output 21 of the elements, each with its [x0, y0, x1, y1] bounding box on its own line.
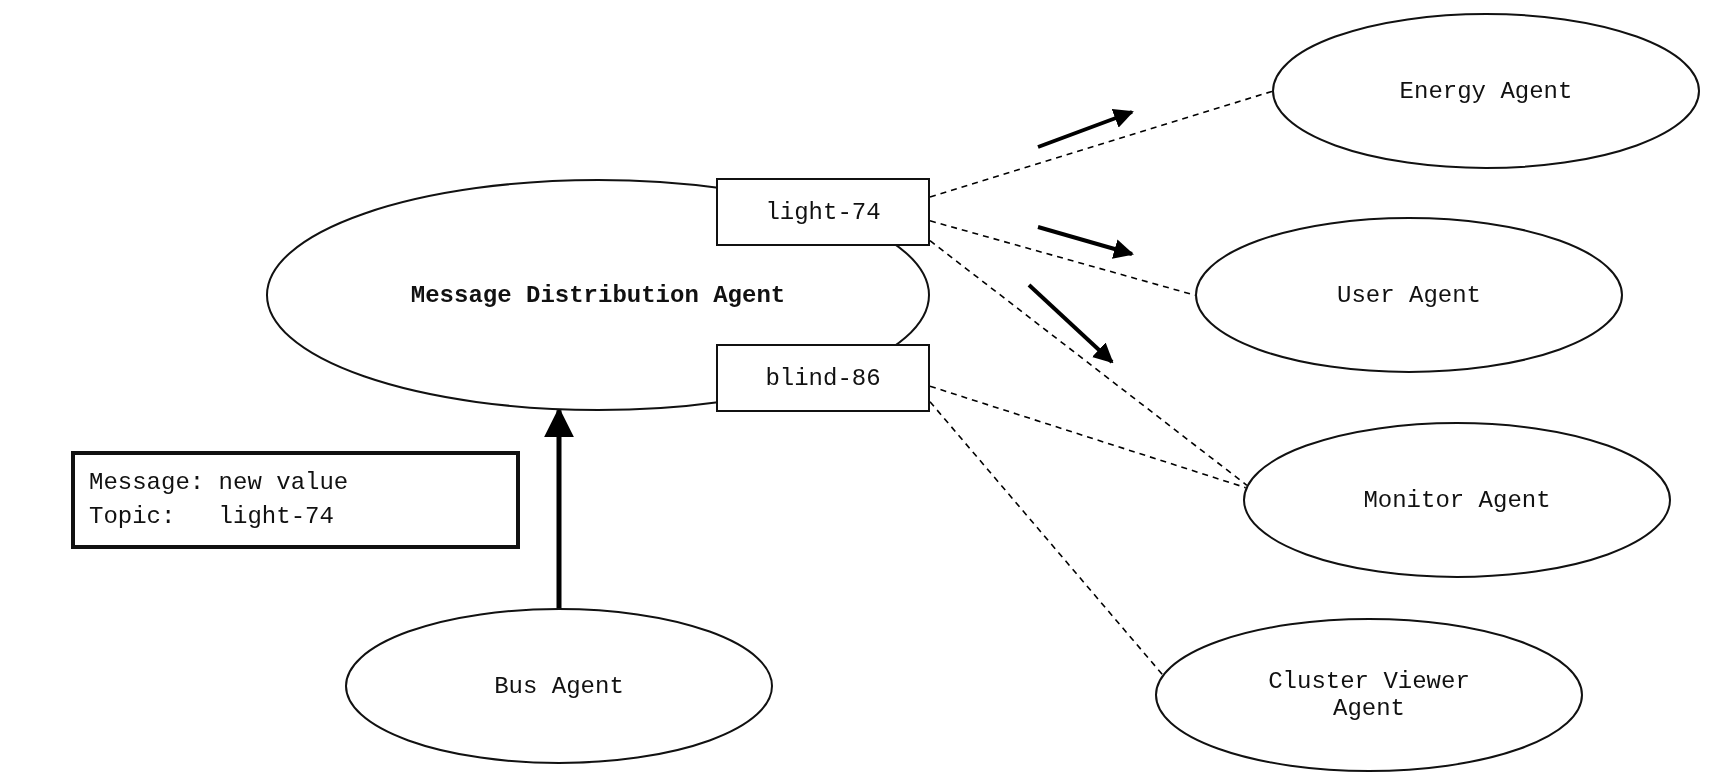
node-label: Message: new value: [89, 468, 349, 499]
node-label: Monitor Agent: [1363, 486, 1551, 514]
message-box: [71, 451, 520, 549]
node-label: User Agent: [1337, 281, 1481, 309]
arrow: [544, 407, 574, 608]
agent-ellipse: [1155, 618, 1583, 772]
node-label: Message Distribution Agent: [410, 281, 786, 309]
agent-ellipse: [1272, 13, 1700, 169]
agent-ellipse: [1243, 422, 1671, 578]
node-label: Cluster Viewer Agent: [1267, 668, 1471, 722]
node-label: Bus Agent: [494, 672, 624, 700]
node-label: blind-86: [765, 364, 881, 392]
node-label: Topic: light-74: [89, 502, 334, 532]
dashed-connector: [929, 90, 1273, 198]
dashed-connector: [929, 239, 1248, 487]
node-label: Energy Agent: [1399, 77, 1573, 105]
agent-ellipse: [1195, 217, 1623, 373]
dashed-connector: [929, 385, 1247, 489]
agent-ellipse: [345, 608, 773, 764]
node-label: light-74: [765, 198, 881, 226]
dashed-connector: [929, 400, 1164, 676]
